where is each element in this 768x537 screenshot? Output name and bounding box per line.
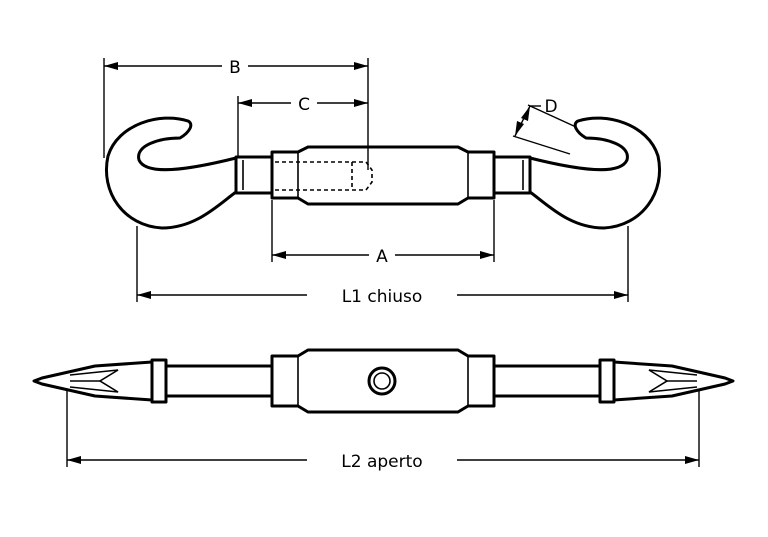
- hidden-thread: [275, 161, 373, 191]
- dimensions-closed: B C D A L1 chiuso: [103, 54, 629, 307]
- dimension-l1-label: L1 chiuso: [342, 287, 423, 307]
- left-shank: [234, 155, 276, 195]
- turnbuckle-closed-view: [105, 116, 661, 230]
- right-rod: [490, 364, 604, 398]
- dimensions-open: L2 aperto: [66, 390, 700, 472]
- right-rod-collar: [598, 358, 616, 404]
- right-shank: [490, 155, 532, 195]
- right-hook: [528, 116, 661, 230]
- dimension-c-label: C: [298, 95, 310, 115]
- dimension-b-label: B: [229, 58, 241, 78]
- left-rod: [162, 364, 276, 398]
- left-hook: [105, 116, 238, 230]
- dimension-l2-label: L2 aperto: [341, 452, 422, 472]
- center-hole: [367, 366, 397, 396]
- dimension-a-label: A: [376, 247, 388, 267]
- turnbuckle-body: [270, 145, 496, 206]
- dimension-d-label: D: [544, 97, 557, 117]
- turnbuckle-open-view: [32, 348, 735, 414]
- left-rod-collar: [150, 358, 168, 404]
